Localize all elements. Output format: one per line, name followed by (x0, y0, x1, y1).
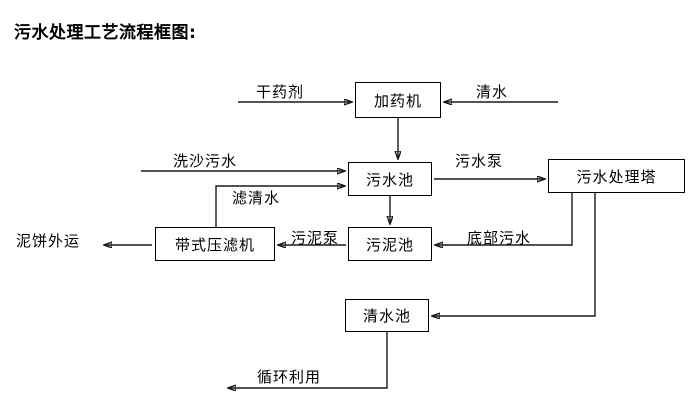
edge-label-clean-water: 清水 (476, 83, 509, 101)
edge-label-sewage-pump: 污水泵 (455, 152, 504, 170)
edge-label-sand-wash-water: 洗沙污水 (173, 152, 238, 170)
node-sludge-pool[interactable]: 污泥池 (348, 227, 432, 261)
label-mud-cake-out: 泥饼外运 (16, 232, 81, 250)
page-title: 污水处理工艺流程框图: (14, 23, 197, 43)
edge-label-dry-chemical: 干药剂 (256, 83, 305, 101)
node-wastewater-pool[interactable]: 污水池 (348, 162, 432, 196)
edge-label-filtered-clear-water: 滤清水 (232, 189, 281, 207)
node-belt-filter-press[interactable]: 带式压滤机 (155, 227, 275, 261)
edge-label-bottom-sewage: 底部污水 (467, 229, 532, 247)
edge-label-sludge-pump: 污泥泵 (291, 229, 340, 247)
node-treatment-tower[interactable]: 污水处理塔 (548, 159, 685, 193)
edge-label-recycle-reuse: 循环利用 (257, 368, 322, 386)
node-clear-water-pool[interactable]: 清水池 (345, 299, 429, 332)
edge-tower-to-clear-water-pool (432, 193, 596, 316)
node-dosing-machine[interactable]: 加药机 (355, 82, 441, 118)
